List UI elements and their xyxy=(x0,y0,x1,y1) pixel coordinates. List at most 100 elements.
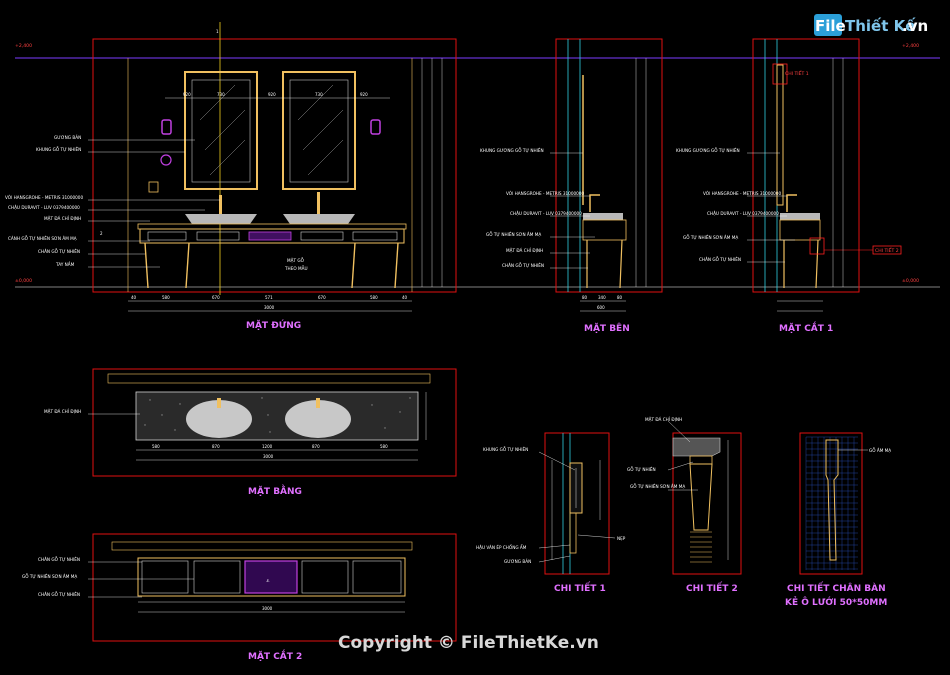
drawer-5 xyxy=(352,231,398,241)
level-top-right: +2,400 xyxy=(902,43,919,49)
side-elevation: KHUNG GƯƠNG GỖ TỰ NHIÊN VÒI HANSGROHE - … xyxy=(480,38,663,334)
front-bottom-dim-lines xyxy=(128,97,412,312)
mirror-right xyxy=(282,71,356,190)
side-vertical-dims xyxy=(580,58,647,312)
side-dim-1: 80 xyxy=(582,295,588,300)
drawer-4 xyxy=(300,231,344,241)
detail1-label-2: NẸP xyxy=(617,536,626,541)
section1-leg-2 xyxy=(815,239,819,289)
section2-dim-total: 3000 xyxy=(262,606,273,611)
basin-left xyxy=(185,214,257,224)
detail2-label-2: GỖ TỰ NHIÊN xyxy=(627,467,656,472)
view-title-mat-cat-1: MẶT CẮT 1 xyxy=(779,321,833,334)
view-title-ke-o-luoi: KẺ Ô LƯỚI 50*50MM xyxy=(785,596,887,608)
dim-top-4: 730 xyxy=(315,92,323,97)
plan-frame xyxy=(92,368,457,477)
drawer-2 xyxy=(196,231,240,241)
section2-wall-strip xyxy=(111,541,413,551)
plan-dim-3: 1200 xyxy=(262,444,273,449)
side-label-5: MẶT ĐÁ CHỈ ĐỊNH xyxy=(506,248,543,253)
detail-2: MẶT ĐÁ CHỈ ĐỊNH GỖ TỰ NHIÊN GỖ TỰ NHIÊN … xyxy=(627,417,742,594)
detail2-leaders xyxy=(667,420,729,560)
logo-badge xyxy=(814,14,842,36)
plan-basin-left xyxy=(186,400,252,438)
wall-lamp-right-icon xyxy=(370,119,381,135)
front-label-frame: KHUNG GỖ TỰ NHIÊN xyxy=(36,147,81,152)
detail1-label-3: HẬU VÁN ÉP CHỐNG ẨM xyxy=(476,545,527,550)
detail2-callout-box xyxy=(809,237,825,255)
dim-bot-3: 670 xyxy=(212,295,220,300)
vanity-cabinet xyxy=(139,228,405,244)
detail1-trim xyxy=(569,512,577,554)
mirror-left xyxy=(184,71,258,190)
stone-texture xyxy=(144,397,411,433)
view-title-chi-tiet-1: CHI TIẾT 1 xyxy=(554,581,606,594)
section1-label-5: CHÂN GỖ TỰ NHIÊN xyxy=(699,257,741,262)
detail2-leg xyxy=(689,463,713,531)
front-label-counter: MẶT ĐÁ CHỈ ĐỊNH xyxy=(44,216,81,221)
plan-dim-5: 580 xyxy=(380,444,388,449)
detail1-callout-box xyxy=(772,63,788,85)
section1-label-1: KHUNG GƯƠNG GỖ TỰ NHIÊN xyxy=(676,148,740,153)
detail2-label-3: GỖ TỰ NHIÊN SƠN ÂM MẠ xyxy=(630,484,685,489)
dim-bot-5: 670 xyxy=(318,295,326,300)
plan-basin-right xyxy=(285,400,351,438)
detail1-frame xyxy=(544,432,610,575)
section1-cabinet xyxy=(779,219,821,241)
section2-bay-3 xyxy=(244,560,298,594)
stone-countertop xyxy=(135,391,419,441)
detail-1: KHUNG GỖ TỰ NHIÊN NẸP HẬU VÁN ÉP CHỐNG Ẩ… xyxy=(476,432,626,594)
dim-bot-4: 571 xyxy=(265,295,273,300)
axis-mark: 1 xyxy=(216,29,219,34)
side-label-6: CHÂN GỖ TỰ NHIÊN xyxy=(502,263,544,268)
detail2-frame xyxy=(672,432,742,575)
front-vertical-dims xyxy=(421,58,443,287)
logo-part-2: Thiết Kế xyxy=(845,16,916,35)
towel-ring-icon xyxy=(160,154,172,166)
drawer-3 xyxy=(248,231,292,241)
detail2-rail xyxy=(689,455,713,465)
detail3-leg-profile xyxy=(825,439,839,561)
front-label-basin: CHẬU DURAVIT - LUV 0379400000 xyxy=(8,205,80,210)
stone-counter xyxy=(137,223,407,230)
section2-label-3: CHÂN GỖ TỰ NHIÊN xyxy=(38,592,80,597)
dim-bot-1: 40 xyxy=(131,295,137,300)
mirror-hatch xyxy=(199,84,344,176)
detail2-label-1: MẶT ĐÁ CHỈ ĐỊNH xyxy=(645,417,682,422)
section1-label-3: CHẬU DURAVIT - LUV 0379400000 xyxy=(707,211,779,216)
wall-lamp-left-icon xyxy=(161,119,172,135)
plan-faucet-left-icon xyxy=(217,398,221,408)
front-label-mirror: GƯƠNG BẢN xyxy=(54,135,81,140)
detail2-stone-top xyxy=(672,437,721,457)
section1-wall-lines xyxy=(764,39,778,292)
side-basin xyxy=(583,213,623,220)
side-leg-2 xyxy=(619,239,623,289)
section1-faucet-icon xyxy=(786,194,797,212)
plan-dim-total: 3000 xyxy=(263,454,274,459)
side-dim-3: 80 xyxy=(617,295,623,300)
dim-top-1: 920 xyxy=(183,92,191,97)
view-title-mat-bang: MẶT BẰNG xyxy=(248,484,302,497)
front-note-2: THEO MẪU xyxy=(284,266,308,271)
plan-dim-1: 580 xyxy=(152,444,160,449)
front-label-faucet: VÒI HANSGROHE - METRIS 31000000 xyxy=(5,195,83,200)
section1-frame xyxy=(752,38,860,293)
view-title-mat-cat-2: MẶT CẮT 2 xyxy=(248,649,302,662)
faucet-left-icon xyxy=(219,195,222,214)
front-label-door: CÁNH GỖ TỰ NHIÊN SƠN ÂM MẠ xyxy=(8,236,77,241)
section1-label-2: VÒI HANSGROHE - METRIS 31000000 xyxy=(703,191,781,196)
side-frame xyxy=(555,38,663,293)
detail1-wall-lines xyxy=(562,433,571,574)
front-elevation: 1 xyxy=(5,22,457,331)
plan-dim-2: 870 xyxy=(212,444,220,449)
level-top-left: +2,400 xyxy=(15,43,32,49)
view-title-chi-tiet-chan-ban: CHI TIẾT CHÂN BÀN xyxy=(787,581,886,594)
side-cabinet xyxy=(582,219,627,241)
basin-right xyxy=(283,214,355,224)
side-label-4: GỖ TỰ NHIÊN SƠN ÂM MẠ xyxy=(486,232,541,237)
section2-label-1: CHÂN GỖ TỰ NHIÊN xyxy=(38,557,80,562)
section2-bay-1 xyxy=(141,560,189,594)
dim-top-2: 730 xyxy=(217,92,225,97)
level-bottom-right: ±0,000 xyxy=(902,278,919,284)
